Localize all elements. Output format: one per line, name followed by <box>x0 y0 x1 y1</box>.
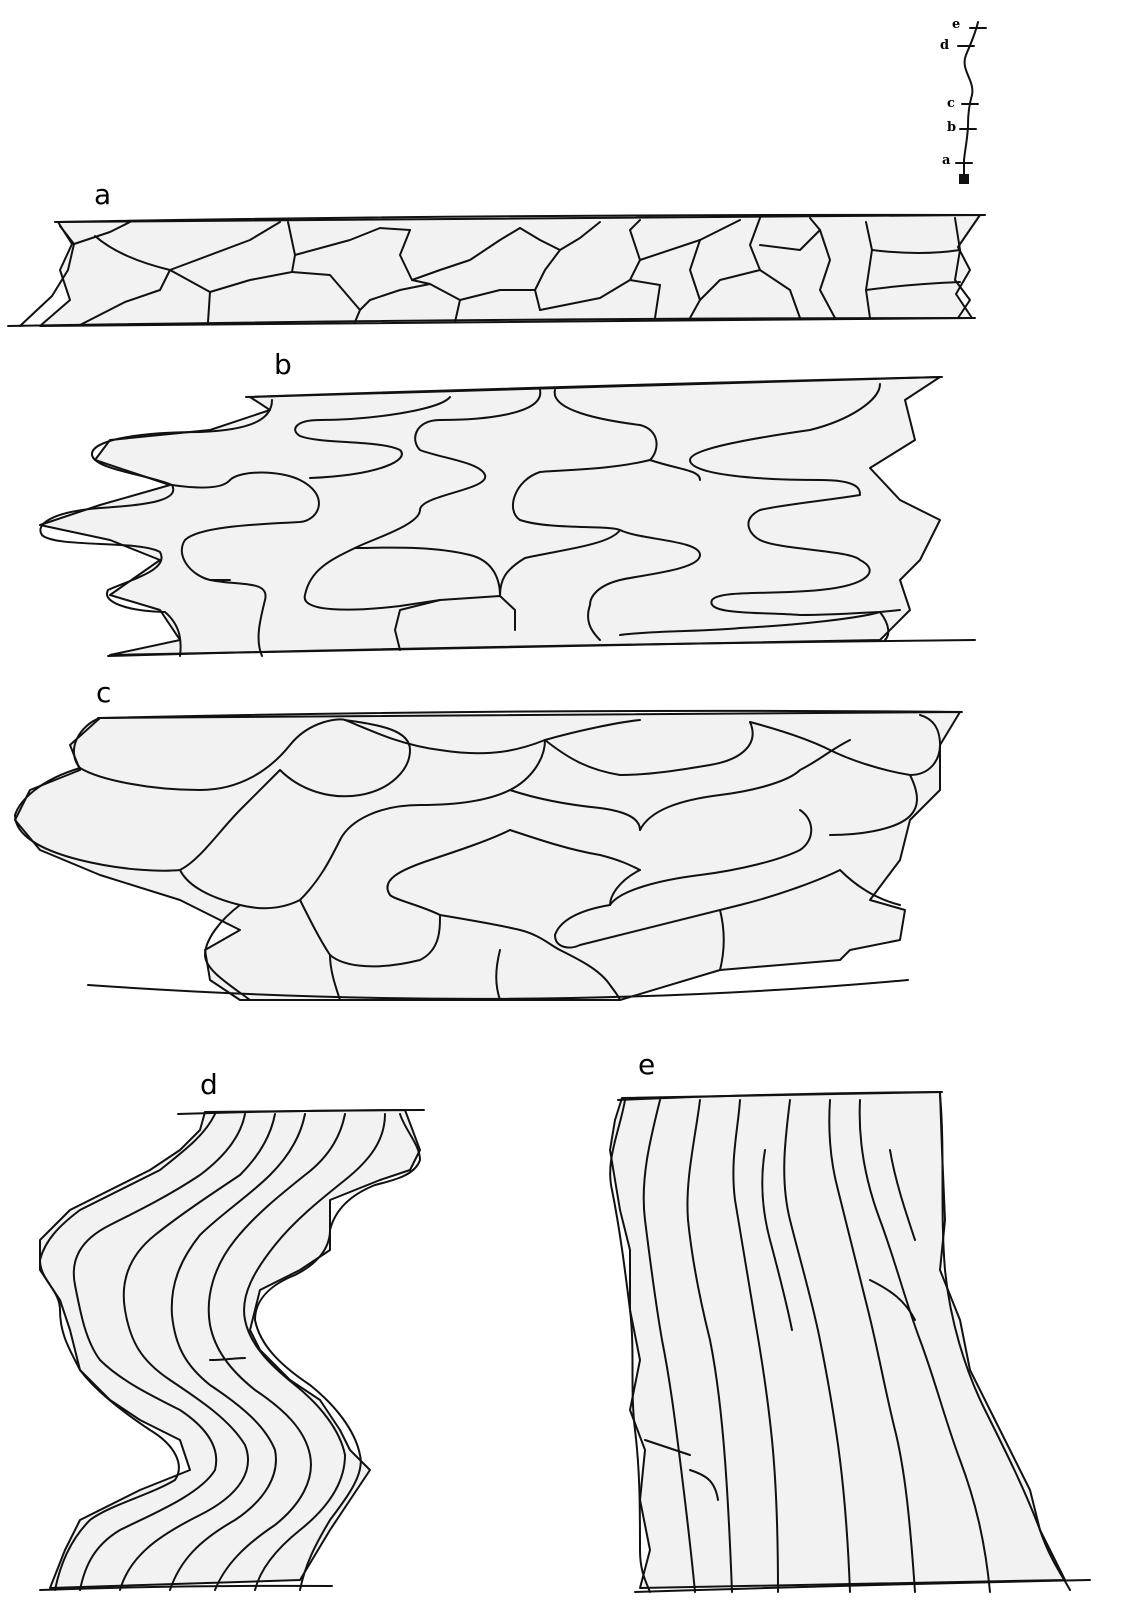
panel-a-diagram <box>8 215 985 326</box>
panel-d-diagram <box>40 1110 424 1590</box>
panel-e-diagram <box>610 1092 1090 1592</box>
stem-key <box>956 22 986 184</box>
panel-b-diagram <box>40 377 975 656</box>
panel-c-diagram <box>15 711 962 1000</box>
